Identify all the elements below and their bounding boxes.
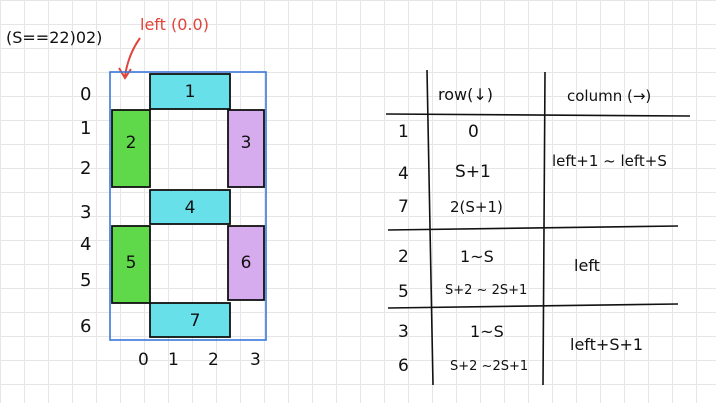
table-row-6: S+2 ~2S+1 — [450, 359, 528, 374]
annotation-arrow — [124, 37, 141, 77]
row-label-3: 3 — [80, 202, 91, 223]
table-row-2: 1~S — [460, 247, 494, 266]
table-header-column: column (→) — [567, 87, 651, 105]
display-outline — [109, 71, 267, 341]
row-label-2: 2 — [80, 158, 91, 179]
table-header-row: row(↓) — [438, 85, 493, 104]
segment-label-2: 2 — [126, 133, 137, 153]
segment-1 — [149, 73, 231, 110]
table-segment-4: 4 — [398, 164, 409, 184]
col-label-2: 2 — [208, 350, 219, 370]
table-column-group-3: left+S+1 — [570, 335, 643, 354]
table-row-5: S+2 ~ 2S+1 — [445, 283, 527, 298]
table-segment-3: 3 — [398, 322, 409, 342]
segment-label-5: 5 — [126, 253, 137, 273]
segment-7 — [149, 302, 231, 338]
table-group-rule-2 — [387, 303, 679, 309]
row-label-5: 5 — [80, 270, 91, 291]
table-segment-1: 1 — [398, 122, 409, 142]
row-label-6: 6 — [80, 316, 91, 337]
row-label-4: 4 — [80, 234, 91, 255]
table-divider-left — [426, 69, 434, 386]
segment-label-3: 3 — [241, 133, 252, 153]
segment-label-1: 1 — [185, 82, 196, 102]
table-column-group-1: left+1 ~ left+S — [552, 152, 667, 170]
segment-label-7: 7 — [190, 311, 201, 331]
header-note: (S==22)02) — [6, 28, 102, 47]
table-segment-5: 5 — [398, 282, 409, 302]
table-row-7: 2(S+1) — [450, 198, 503, 216]
segment-3 — [227, 109, 265, 188]
table-group-rule-1 — [387, 225, 679, 231]
segment-5 — [111, 225, 151, 304]
table-header-rule — [385, 113, 691, 117]
table-row-1: 0 — [468, 122, 479, 142]
segment-label-4: 4 — [185, 198, 196, 218]
segment-2 — [111, 109, 151, 188]
segment-4 — [149, 189, 231, 225]
row-label-0: 0 — [80, 84, 91, 105]
table-segment-6: 6 — [398, 356, 409, 376]
table-row-3: 1~S — [470, 322, 504, 341]
col-label-3: 3 — [250, 350, 261, 370]
table-row-4: S+1 — [455, 162, 491, 182]
table-column-group-2: left — [574, 256, 600, 275]
col-label-1: 1 — [168, 350, 179, 370]
table-segment-7: 7 — [398, 197, 409, 217]
segment-6 — [227, 225, 265, 301]
segment-label-6: 6 — [241, 253, 252, 273]
row-label-1: 1 — [80, 118, 91, 139]
table-segment-2: 2 — [398, 247, 409, 267]
col-label-0: 0 — [138, 350, 149, 370]
left-origin-annotation: left (0.0) — [140, 15, 209, 34]
